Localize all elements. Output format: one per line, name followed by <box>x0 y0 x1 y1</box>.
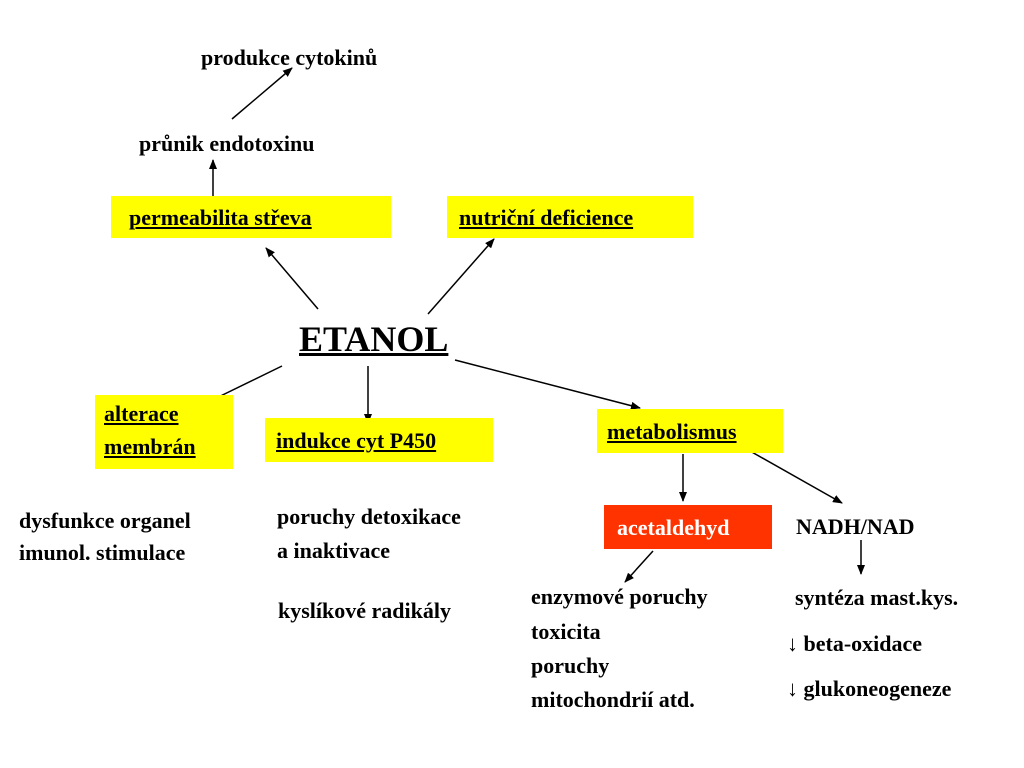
label-metabolismus: metabolismus <box>607 419 737 444</box>
text-enzymove-poruchy: enzymové poruchy <box>531 584 708 609</box>
label-indukce: indukce cyt P450 <box>276 428 437 453</box>
box-metabolismus: metabolismus <box>597 409 783 453</box>
box-permeabilita: permeabilita střeva <box>111 196 391 238</box>
label-alterace-2: membrán <box>104 434 196 459</box>
label-permeabilita: permeabilita střeva <box>129 205 312 230</box>
text-inaktivace: a inaktivace <box>277 538 391 563</box>
text-glukoneogeneze: ↓ glukoneogeneze <box>787 676 952 701</box>
text-beta-oxidace: ↓ beta-oxidace <box>787 631 923 656</box>
box-acetaldehyd: acetaldehyd <box>604 505 772 549</box>
arrow-etanol-to-permeability <box>265 247 319 310</box>
node-nadh: NADH/NAD <box>796 514 915 539</box>
text-imunol: imunol. stimulace <box>19 540 186 565</box>
box-indukce: indukce cyt P450 <box>265 418 493 462</box>
box-nutricni: nutriční deficience <box>447 196 693 238</box>
arrow-acetaldehyde-to-enzyme <box>624 550 654 583</box>
node-etanol: ETANOL <box>299 319 449 359</box>
arrow-endotoxin-to-cytokines <box>231 67 293 120</box>
text-mitochondrii: mitochondrií atd. <box>531 687 695 712</box>
box-alterace: alterace membrán <box>95 395 233 469</box>
text-toxicita: toxicita <box>531 619 601 644</box>
label-alterace-1: alterace <box>104 401 179 426</box>
text-poruchy-detoxikace: poruchy detoxikace <box>277 504 461 529</box>
text-dysfunkce: dysfunkce organel <box>19 508 191 533</box>
text-poruchy: poruchy <box>531 653 610 678</box>
text-kyslikove-radikaly: kyslíkové radikály <box>278 598 451 623</box>
arrow-metabolism-to-nadh <box>749 450 843 504</box>
arrow-etanol-to-nutrition <box>427 238 495 315</box>
label-acetaldehyd: acetaldehyd <box>617 515 730 540</box>
arrow-etanol-to-metabolism <box>454 359 641 410</box>
text-synteza: syntéza mast.kys. <box>795 585 959 610</box>
label-nutricni: nutriční deficience <box>459 205 634 230</box>
node-prunik-endotoxinu: průnik endotoxinu <box>139 131 315 156</box>
node-produkce-cytokinu: produkce cytokinů <box>201 45 378 70</box>
